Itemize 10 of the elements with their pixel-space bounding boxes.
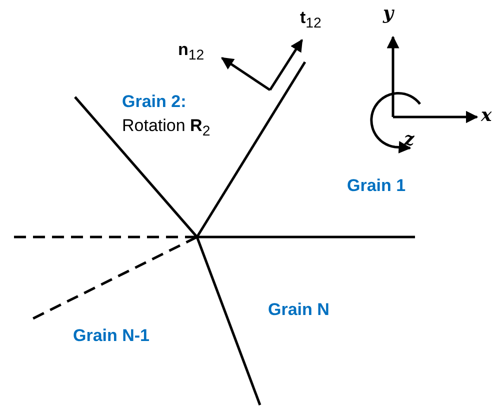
vector-label: t$_{12}$ <box>300 8 322 34</box>
rotation-label: Rotation R$_{2}$ <box>122 116 210 142</box>
grain-label: Grain N <box>268 300 330 320</box>
vector-label: n$_{12}$ <box>178 40 204 66</box>
grain-label: Grain 1 <box>347 176 406 196</box>
grain-label: Grain 2: <box>122 92 186 112</box>
axis-label: z <box>404 130 414 150</box>
axis-label: x <box>481 106 492 126</box>
grain-label: Grain N-1 <box>73 326 150 346</box>
axis-label: y <box>383 4 394 24</box>
